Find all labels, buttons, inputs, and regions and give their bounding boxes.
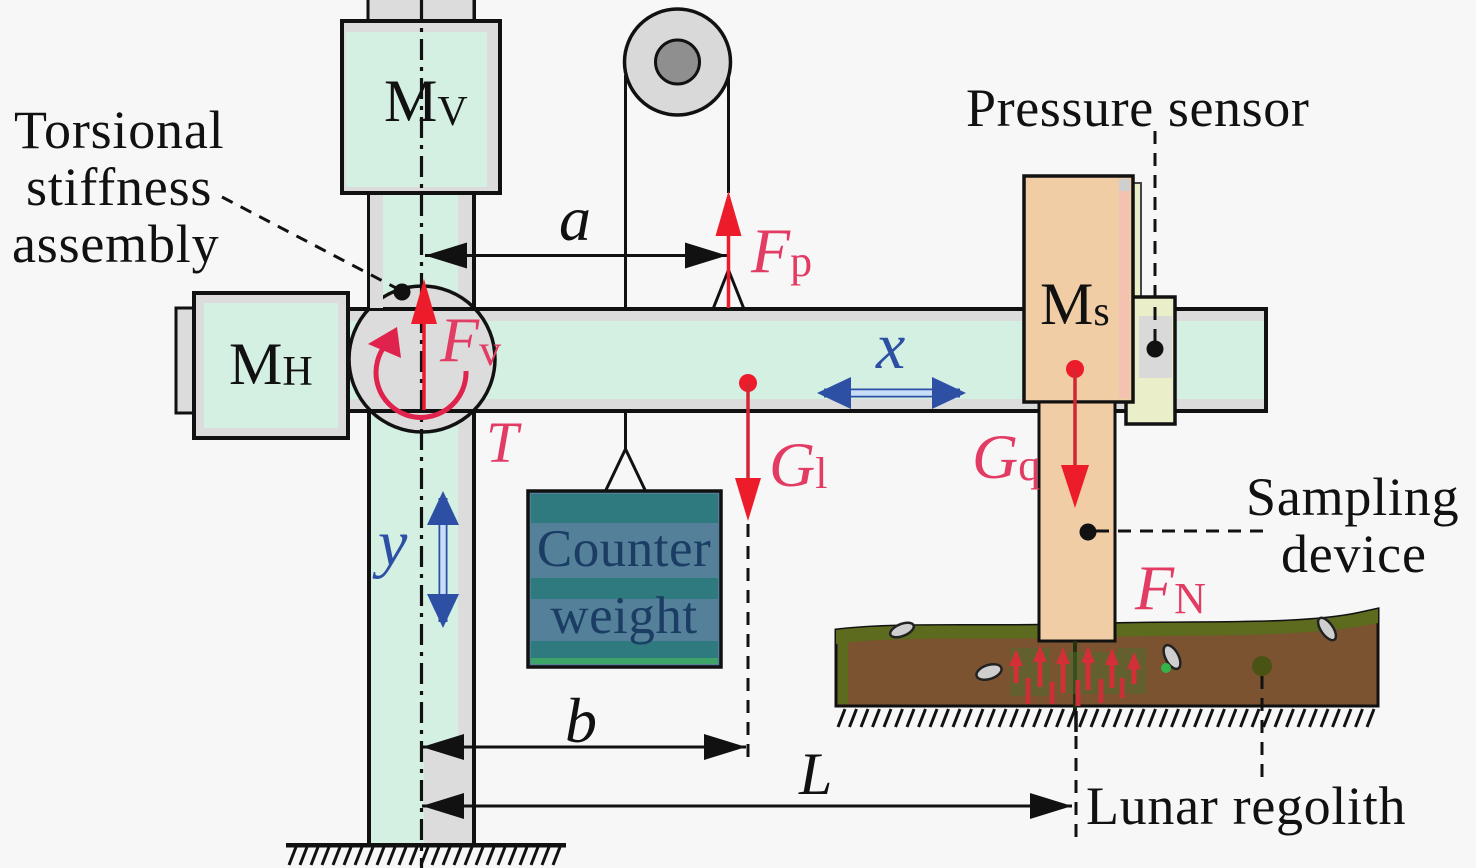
svg-text:stiffness: stiffness [26, 157, 212, 217]
svg-text:a: a [559, 183, 591, 254]
svg-text:MH: MH [229, 331, 313, 397]
svg-text:Gq: Gq [972, 421, 1040, 492]
svg-text:Ms: Ms [1040, 271, 1110, 337]
svg-text:Lunar regolith: Lunar regolith [1086, 776, 1406, 836]
svg-text:Counter: Counter [537, 520, 711, 578]
svg-text:L: L [798, 741, 832, 807]
svg-text:T: T [486, 410, 522, 475]
svg-text:Pressure sensor: Pressure sensor [966, 78, 1309, 138]
svg-text:Torsional: Torsional [14, 100, 224, 160]
svg-text:x: x [875, 310, 905, 383]
svg-text:b: b [565, 685, 597, 756]
svg-text:device: device [1281, 524, 1427, 584]
svg-text:y: y [372, 507, 408, 580]
svg-text:FN: FN [1134, 552, 1206, 623]
svg-text:assembly: assembly [12, 214, 219, 274]
svg-text:Sampling: Sampling [1246, 467, 1459, 527]
svg-text:weight: weight [550, 587, 697, 645]
